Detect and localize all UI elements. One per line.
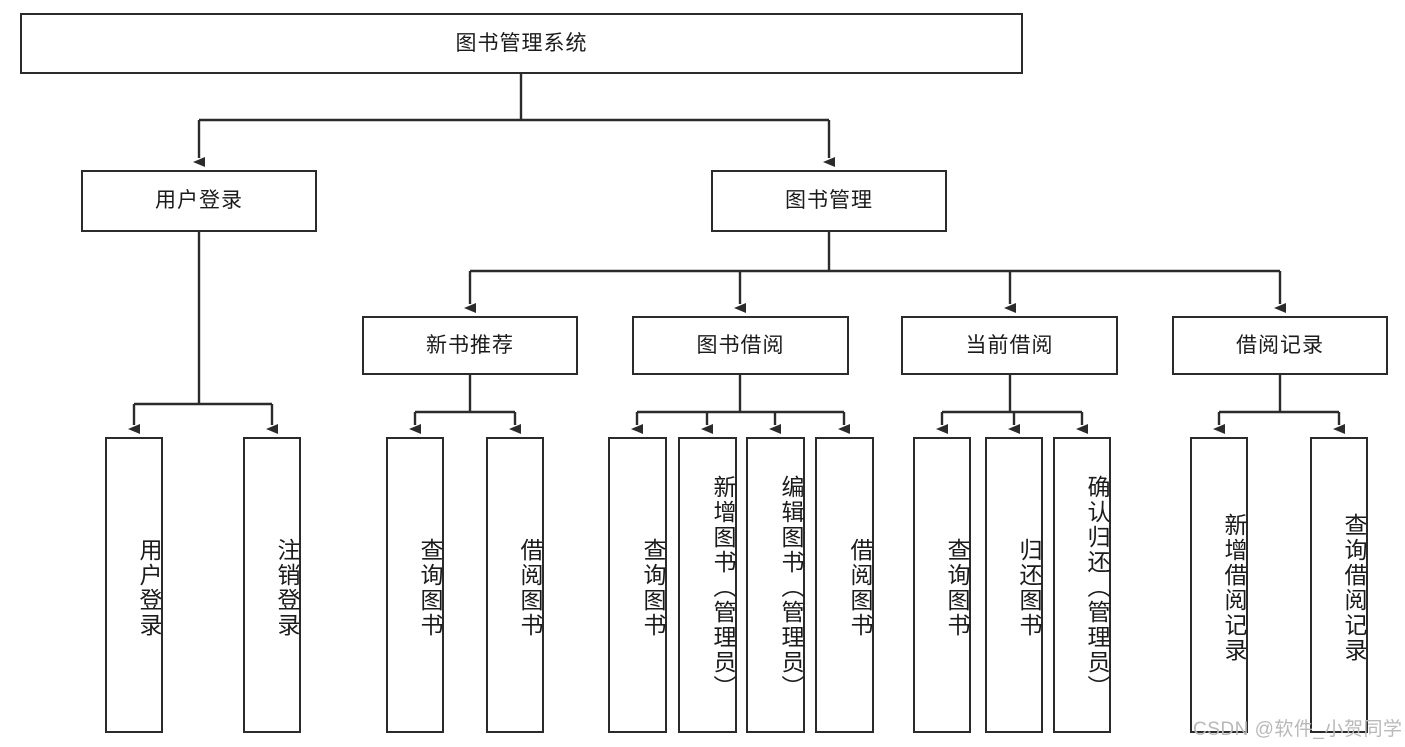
node-borrow-record-label: 借阅记录 <box>1236 333 1324 357</box>
node-leaf-edit-book[interactable]: 编辑图书（管理员） <box>746 437 805 733</box>
node-leaf-return-book[interactable]: 归还图书 <box>985 437 1043 733</box>
node-leaf-edit-book-label: 编辑图书（管理员） <box>778 474 804 700</box>
node-leaf-borrow-book-2-label: 借阅图书 <box>847 538 873 638</box>
node-leaf-add-record[interactable]: 新增借阅记录 <box>1190 437 1248 733</box>
node-root[interactable]: 图书管理系统 <box>20 13 1023 74</box>
node-leaf-add-book-label: 新增图书（管理员） <box>710 474 736 700</box>
node-leaf-user-login-label: 用户登录 <box>136 538 162 638</box>
node-leaf-confirm-return[interactable]: 确认归还（管理员） <box>1053 437 1111 733</box>
node-leaf-query-record[interactable]: 查询借阅记录 <box>1310 437 1368 733</box>
node-leaf-borrow-book-2[interactable]: 借阅图书 <box>815 437 874 733</box>
node-leaf-query-book-1-label: 查询图书 <box>417 538 443 638</box>
node-new-book-rec-label: 新书推荐 <box>426 333 514 357</box>
node-leaf-confirm-return-label: 确认归还（管理员） <box>1084 474 1110 700</box>
node-leaf-logout[interactable]: 注销登录 <box>243 437 301 733</box>
node-leaf-query-book-3[interactable]: 查询图书 <box>913 437 971 733</box>
node-leaf-add-book[interactable]: 新增图书（管理员） <box>678 437 737 733</box>
node-leaf-query-book-2[interactable]: 查询图书 <box>608 437 667 733</box>
node-borrow-record[interactable]: 借阅记录 <box>1172 316 1388 375</box>
node-book-borrow[interactable]: 图书借阅 <box>632 316 849 375</box>
node-book-manage-label: 图书管理 <box>785 189 873 213</box>
node-book-borrow-label: 图书借阅 <box>696 333 785 357</box>
node-user-login[interactable]: 用户登录 <box>81 170 317 232</box>
node-leaf-add-record-label: 新增借阅记录 <box>1221 513 1247 663</box>
csdn-watermark: CSDN @软件_小贺同学 <box>1193 719 1403 740</box>
node-leaf-return-book-label: 归还图书 <box>1016 538 1042 638</box>
node-leaf-query-book-3-label: 查询图书 <box>944 538 970 638</box>
node-current-borrow-label: 当前借阅 <box>965 333 1054 357</box>
node-current-borrow[interactable]: 当前借阅 <box>901 316 1118 375</box>
node-leaf-borrow-book-1[interactable]: 借阅图书 <box>486 437 544 733</box>
node-leaf-borrow-book-1-label: 借阅图书 <box>517 538 543 638</box>
node-leaf-query-book-2-label: 查询图书 <box>640 538 666 638</box>
node-user-login-label: 用户登录 <box>155 189 243 213</box>
node-leaf-user-login[interactable]: 用户登录 <box>105 437 163 733</box>
node-leaf-query-record-label: 查询借阅记录 <box>1341 513 1367 663</box>
node-book-manage[interactable]: 图书管理 <box>711 170 947 232</box>
node-root-label: 图书管理系统 <box>455 31 588 55</box>
node-leaf-logout-label: 注销登录 <box>274 538 300 638</box>
node-new-book-rec[interactable]: 新书推荐 <box>362 316 578 375</box>
node-leaf-query-book-1[interactable]: 查询图书 <box>386 437 444 733</box>
